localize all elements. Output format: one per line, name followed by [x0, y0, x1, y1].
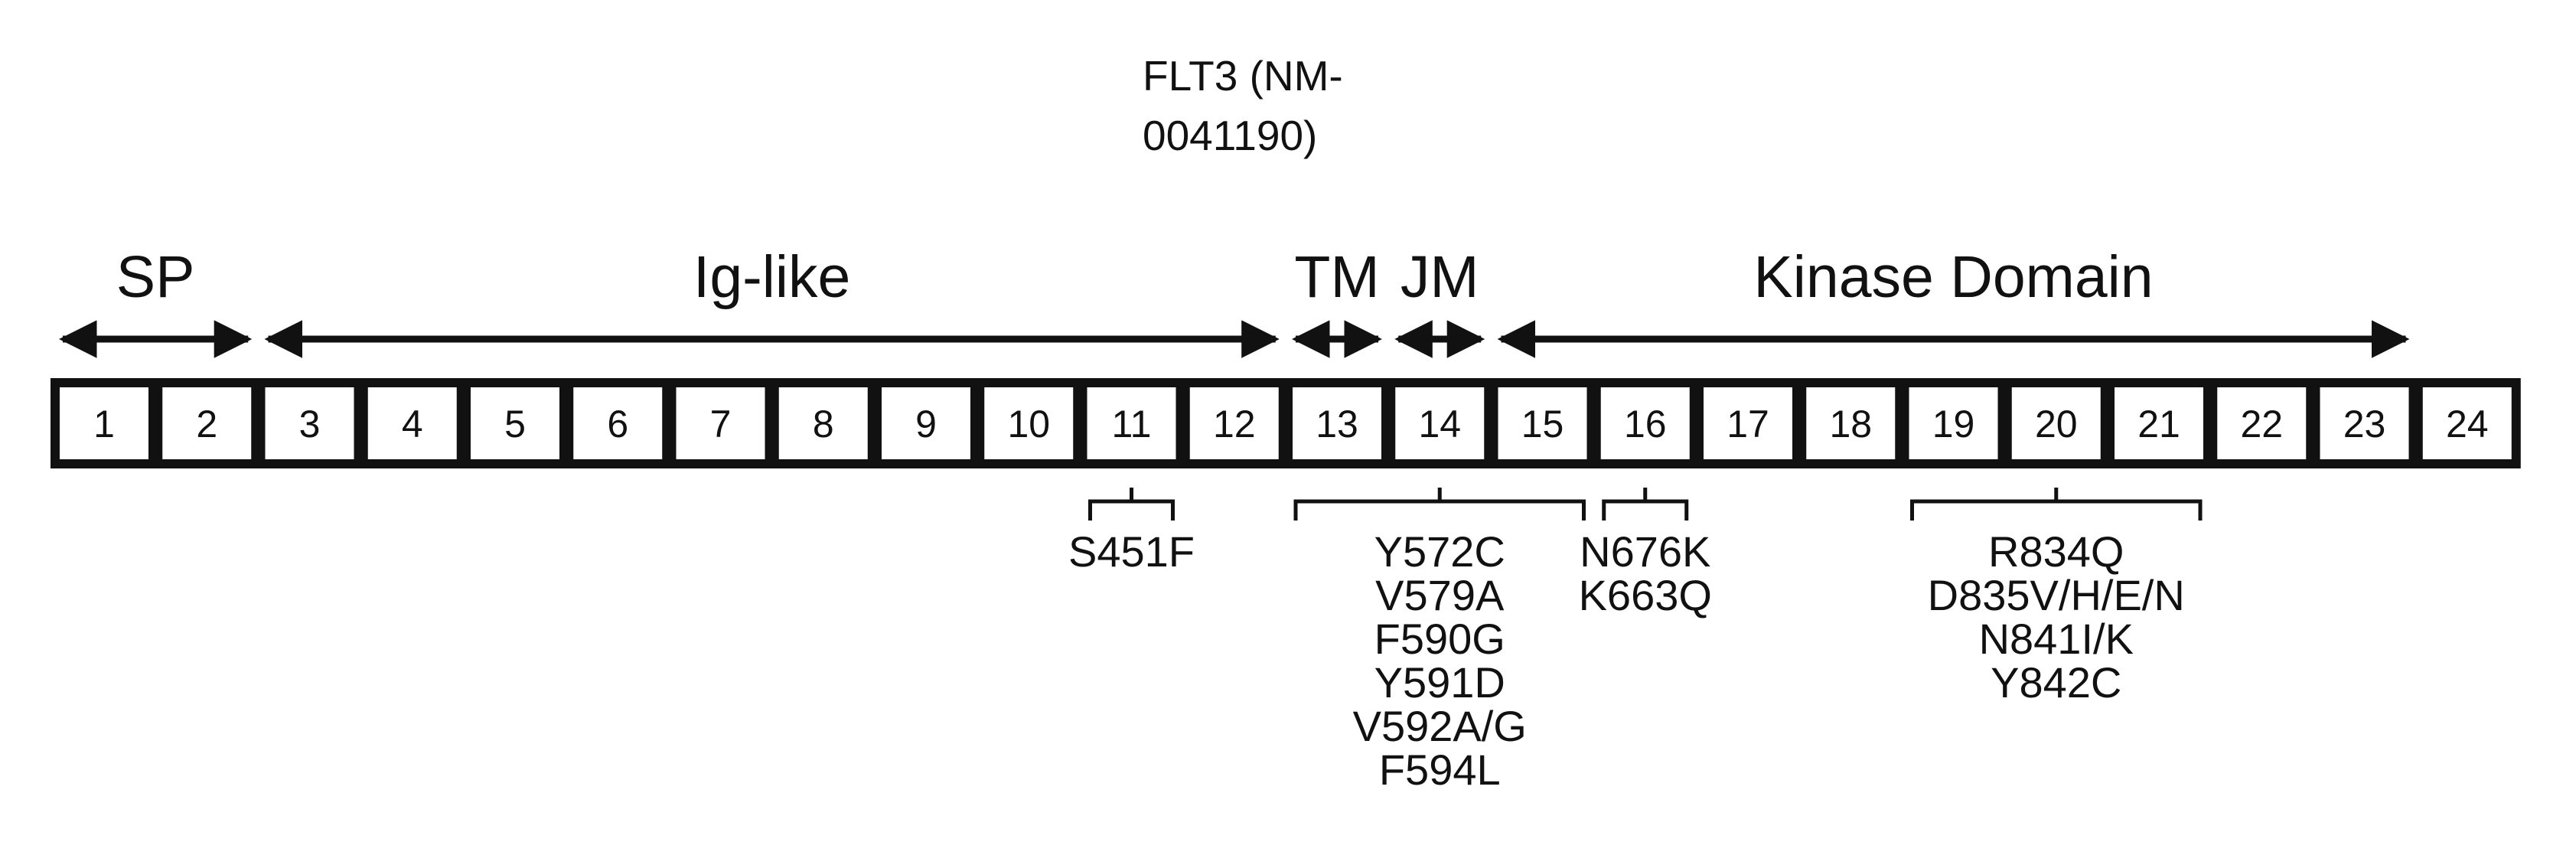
exon-number: 22: [2240, 403, 2283, 445]
exon-box: [769, 378, 877, 468]
title-line: FLT3 (NM-: [1143, 52, 1343, 100]
mutation-label: V579A: [1375, 571, 1505, 619]
exon-number: 21: [2137, 403, 2180, 445]
exon-number: 14: [1418, 403, 1461, 445]
exon-box: [1591, 378, 1699, 468]
domain-label: Ig-like: [693, 244, 850, 310]
exon-number: 18: [1829, 403, 1872, 445]
exon-number: 23: [2343, 403, 2386, 445]
exon-number: 19: [1932, 403, 1975, 445]
exon-box: [1489, 378, 1596, 468]
exon-box: [1797, 378, 1905, 468]
domain-annotations: SP Ig-like TM JM Kinase Domain: [59, 244, 2410, 358]
exon-box: [2310, 378, 2418, 468]
exon-number: 9: [915, 403, 937, 445]
exon-number: 10: [1007, 403, 1050, 445]
mutation-label: F594L: [1379, 746, 1501, 794]
mutation-label: N676K: [1580, 527, 1710, 576]
mutation-label: Y572C: [1374, 527, 1505, 576]
exon-box: [358, 378, 466, 468]
mutation-label: R834Q: [1988, 527, 2124, 576]
exon-box: [975, 378, 1083, 468]
exon-box: [153, 378, 261, 468]
domain-label: TM: [1294, 244, 1379, 310]
mutation-bracket: [1602, 488, 1689, 521]
exon-box: [1899, 378, 2007, 468]
domain-label: JM: [1400, 244, 1479, 310]
exon-number: 3: [299, 403, 321, 445]
mutation-label: D835V/H/E/N: [1928, 571, 2185, 619]
domain-label: SP: [116, 244, 195, 310]
mutation-label: S451F: [1068, 527, 1195, 576]
exon-number: 12: [1213, 403, 1256, 445]
exon-box: [2002, 378, 2110, 468]
mutation-label: K663Q: [1579, 571, 1712, 619]
exon-number: 4: [402, 403, 423, 445]
exon-box: [2208, 378, 2316, 468]
mutation-label: V592A/G: [1353, 702, 1527, 750]
exon-box: [564, 378, 672, 468]
exon-number: 5: [504, 403, 526, 445]
exon-number: 16: [1624, 403, 1667, 445]
diagram-title: FLT3 (NM- 0041190): [1143, 52, 1343, 159]
exon-box: [1078, 378, 1185, 468]
mutation-label: Y842C: [1991, 658, 2121, 707]
exon-box: [667, 378, 774, 468]
exon-box: [2105, 378, 2212, 468]
exon-box: [1283, 378, 1391, 468]
exon-box: [872, 378, 980, 468]
exon-number: 17: [1727, 403, 1769, 445]
exon-number: 7: [710, 403, 732, 445]
exon-box: [461, 378, 569, 468]
exon-box: [1386, 378, 1494, 468]
exon-number: 15: [1521, 403, 1564, 445]
mutation-label: F590G: [1374, 615, 1505, 663]
mutation-bracket: [1293, 488, 1586, 521]
exon-number: 6: [607, 403, 628, 445]
mutation-bracket: [1910, 488, 2203, 521]
mutation-label: Y591D: [1374, 658, 1505, 707]
exon-box: [256, 378, 364, 468]
exon-box: [1694, 378, 1802, 468]
exon-number: 11: [1112, 403, 1152, 445]
exon-number: 24: [2446, 403, 2489, 445]
domain-label: Kinase Domain: [1753, 244, 2153, 310]
title-line: 0041190): [1143, 112, 1317, 159]
mutation-bracket: [1088, 488, 1175, 521]
mutation-label: N841I/K: [1979, 615, 2134, 663]
exon-number: 8: [813, 403, 834, 445]
exon-box: [51, 378, 158, 468]
exon-box: [1180, 378, 1288, 468]
exon-number: 20: [2035, 403, 2078, 445]
exon-number: 1: [93, 403, 115, 445]
exon-number: 2: [196, 403, 217, 445]
exon-box: [2413, 378, 2521, 468]
exon-number: 13: [1316, 403, 1358, 445]
